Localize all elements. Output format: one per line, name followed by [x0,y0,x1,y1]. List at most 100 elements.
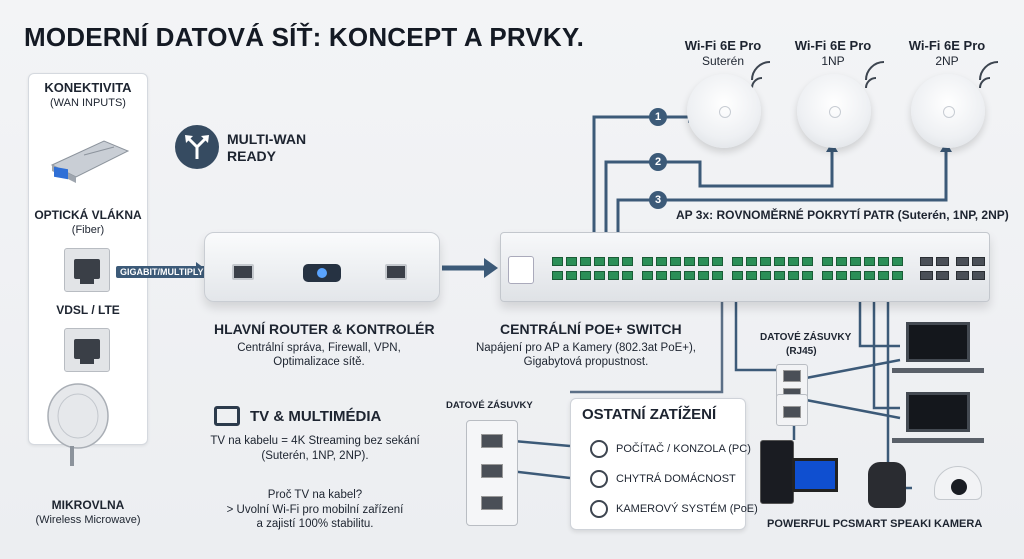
switch-port [802,271,813,280]
switch-monitor-cable-1 [858,302,900,348]
switch-port [732,257,743,266]
switch-port [670,271,681,280]
sfp-module-icon [50,140,130,183]
ap2-location: 1NP [821,54,845,68]
switch-port [850,257,861,266]
wall-plate-2-port [783,406,801,418]
tv-desc-line1: TV na kabelu = 4K Streaming bez sekání [210,435,420,447]
multiwan-line2: READY [227,148,277,164]
switch-port [594,271,605,280]
switch-port [746,257,757,266]
pc-console-icon [590,440,608,458]
switch-port [580,271,591,280]
router-display [303,264,341,282]
router-desc-line1: Centrální správa, Firewall, VPN, [237,342,401,354]
router-desc-line2: Optimalizace sítě. [273,356,365,368]
powerful-pc-case [760,440,794,504]
switch-port [608,271,619,280]
ap1-device [687,74,761,148]
device-label-camera: KAMERA [934,518,983,530]
switch-port [878,271,889,280]
ap-coverage-label: AP 3x: ROVNOMĚRNÉ POKRYTÍ PATR (Suterén,… [676,208,1009,222]
switch-port [566,271,577,280]
switch-port [622,271,633,280]
switch-port [698,271,709,280]
router-switch-arrow [484,258,498,278]
switch-port [732,271,743,280]
wall-plate-1-port-a [783,370,801,382]
microwave-label: MIKROVLNA [51,498,125,512]
switch-sfp-port [972,271,985,280]
switch-port [760,271,771,280]
load-item-pc: POČÍTAČ / KONZOLA (PC) [616,443,751,455]
page-title: MODERNÍ DATOVÁ SÍŤ: KONCEPT A PRVKY. [24,22,584,52]
powerful-pc-monitor [792,458,838,492]
smart-speaker-icon [868,462,906,508]
tv-monitor-2-base [892,438,984,443]
switch-load-cable [570,302,724,394]
tv-monitor-1-base [892,368,984,373]
switch-port [878,257,889,266]
switch-heading: CENTRÁLNÍ POE+ SWITCH [500,321,682,337]
switch-port [802,257,813,266]
ap1-location: Suterén [701,54,745,68]
switch-port [822,257,833,266]
data-outlets-left-label: DATOVÉ ZÁSUVKY [446,400,533,411]
connectivity-heading: KONEKTIVITA [44,80,132,95]
switch-port [850,271,861,280]
smart-home-icon [590,470,608,488]
tv-monitor-1 [906,322,970,362]
ap2-wifi-waves [865,61,885,89]
switch-sfp-port [956,271,969,280]
tv-desc-line4: > Uvolní Wi-Fi pro mobilní zařízení [226,504,404,516]
switch-port [836,257,847,266]
switch-port [566,257,577,266]
ap3-device [911,74,985,148]
data-outlets-right-sublabel: (RJ45) [786,346,817,357]
switch-port [656,257,667,266]
switch-port [642,257,653,266]
switch-port [822,271,833,280]
switch-outlet-cable-1 [734,302,780,372]
multiwan-icon [175,125,219,169]
fiber-label: OPTICKÁ VLÁKNA [34,208,142,222]
multiwan-line1: MULTI-WAN [227,131,307,147]
tv-desc-line3: Proč TV na kabel? [267,489,363,501]
switch-desc-line1: Napájení pro AP a Kamery (802.3at PoE+), [475,342,697,354]
switch-port [774,271,785,280]
outlet-port-1 [481,434,503,448]
switch-port [864,271,875,280]
fiber-sublabel: (Fiber) [71,224,105,236]
switch-port [746,271,757,280]
camera-icon [934,466,982,500]
outlet-monitor-cable-2 [805,398,901,420]
router-wan-port [232,264,254,280]
switch-port [552,271,563,280]
other-load-heading: OSTATNÍ ZATÍŽENÍ [582,406,717,423]
connectivity-subheading: (WAN INPUTS) [50,97,126,109]
microwave-sublabel: (Wireless Microwave) [35,514,141,526]
device-label-speaker: SMART SPEAKI [848,518,932,530]
ap3-name: Wi-Fi 6E Pro [908,38,986,53]
switch-port [698,257,709,266]
switch-port [594,257,605,266]
switch-sfp-port [920,257,933,266]
switch-desc-line2: Gigabytová propustnost. [523,356,649,368]
router-lan-port [385,264,407,280]
outlet-port-3 [481,496,503,510]
load-item-smart-home: CHYTRÁ DOMÁCNOST [616,473,736,485]
ap1-badge: 1 [649,108,667,126]
switch-port [656,271,667,280]
switch-port [760,257,771,266]
switch-screen [508,256,534,284]
switch-port [580,257,591,266]
data-outlets-right-label: DATOVÉ ZÁSUVKY [760,332,852,343]
tv-desc-line2: (Suterén, 1NP, 2NP). [261,450,369,462]
switch-sfp-port [920,271,933,280]
switch-port [788,257,799,266]
switch-port [608,257,619,266]
wan-cable-label: GIGABIT/MULTIPLY [116,266,208,278]
switch-sfp-port [956,257,969,266]
tv-heading: TV & MULTIMÉDIA [250,408,382,425]
camera-system-icon [590,500,608,518]
